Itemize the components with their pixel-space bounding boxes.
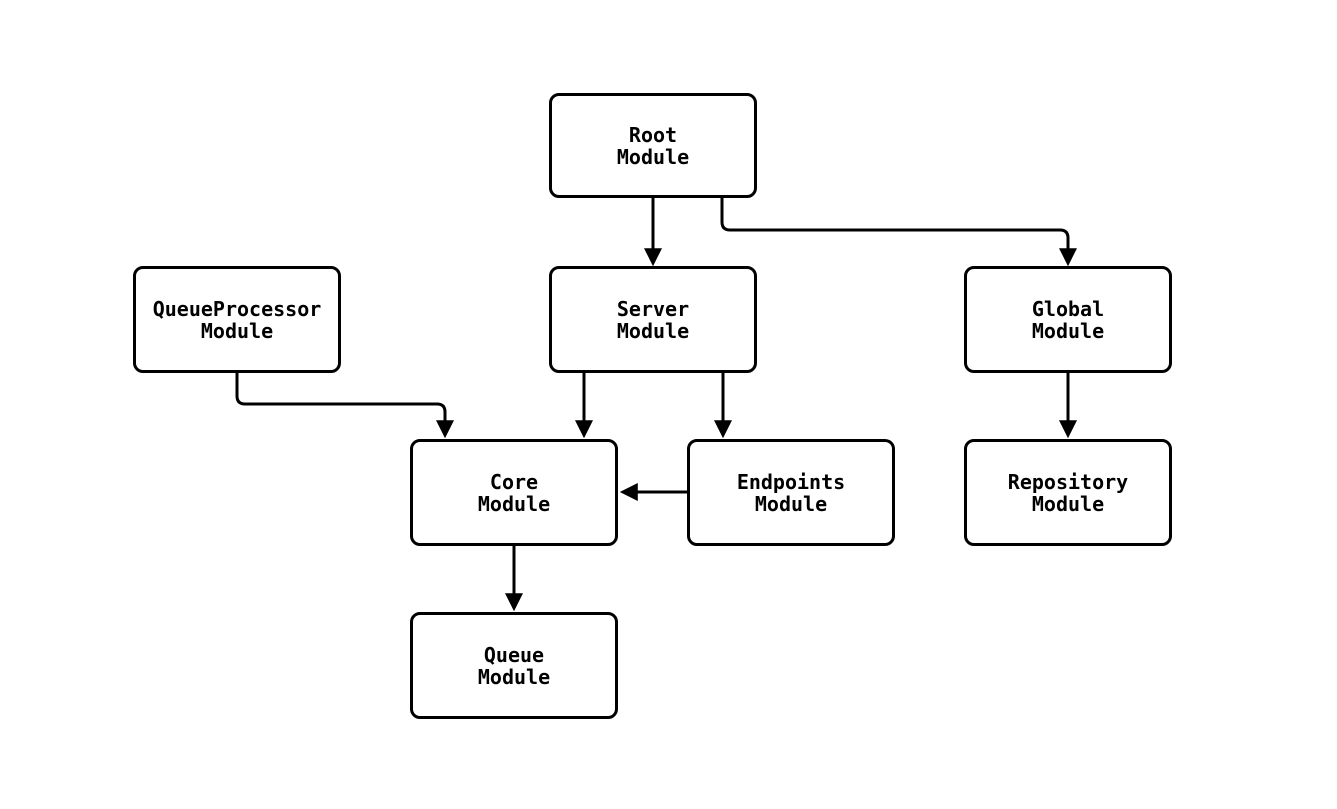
node-endpoints-module-suffix: Module xyxy=(754,491,828,516)
node-queue-module-suffix: Module xyxy=(477,664,551,689)
node-server-module-suffix: Module xyxy=(616,318,690,343)
node-core-module: Core Module xyxy=(410,439,618,546)
edge-queueprocessor-to-core xyxy=(235,373,454,439)
node-root-module-suffix: Module xyxy=(616,144,690,169)
node-server-module-name: Server xyxy=(616,296,690,321)
node-queueprocessor-module: QueueProcessor Module xyxy=(133,266,341,373)
node-repository-module: Repository Module xyxy=(964,439,1172,546)
node-repository-module-name: Repository xyxy=(1007,469,1129,494)
node-repository-module-suffix: Module xyxy=(1031,491,1105,516)
node-endpoints-module-name: Endpoints xyxy=(736,469,846,494)
edge-root-to-global xyxy=(720,198,1077,267)
node-global-module-name: Global xyxy=(1031,296,1105,321)
node-endpoints-module: Endpoints Module xyxy=(687,439,895,546)
node-server-module: Server Module xyxy=(549,266,757,373)
node-root-module-name: Root xyxy=(628,122,678,147)
node-queue-module-name: Queue xyxy=(483,642,545,667)
node-queueprocessor-module-suffix: Module xyxy=(200,318,274,343)
node-core-module-name: Core xyxy=(489,469,539,494)
node-queue-module: Queue Module xyxy=(410,612,618,719)
node-global-module-suffix: Module xyxy=(1031,318,1105,343)
node-core-module-suffix: Module xyxy=(477,491,551,516)
node-global-module: Global Module xyxy=(964,266,1172,373)
node-root-module: Root Module xyxy=(549,93,757,198)
node-queueprocessor-module-name: QueueProcessor xyxy=(152,296,322,321)
